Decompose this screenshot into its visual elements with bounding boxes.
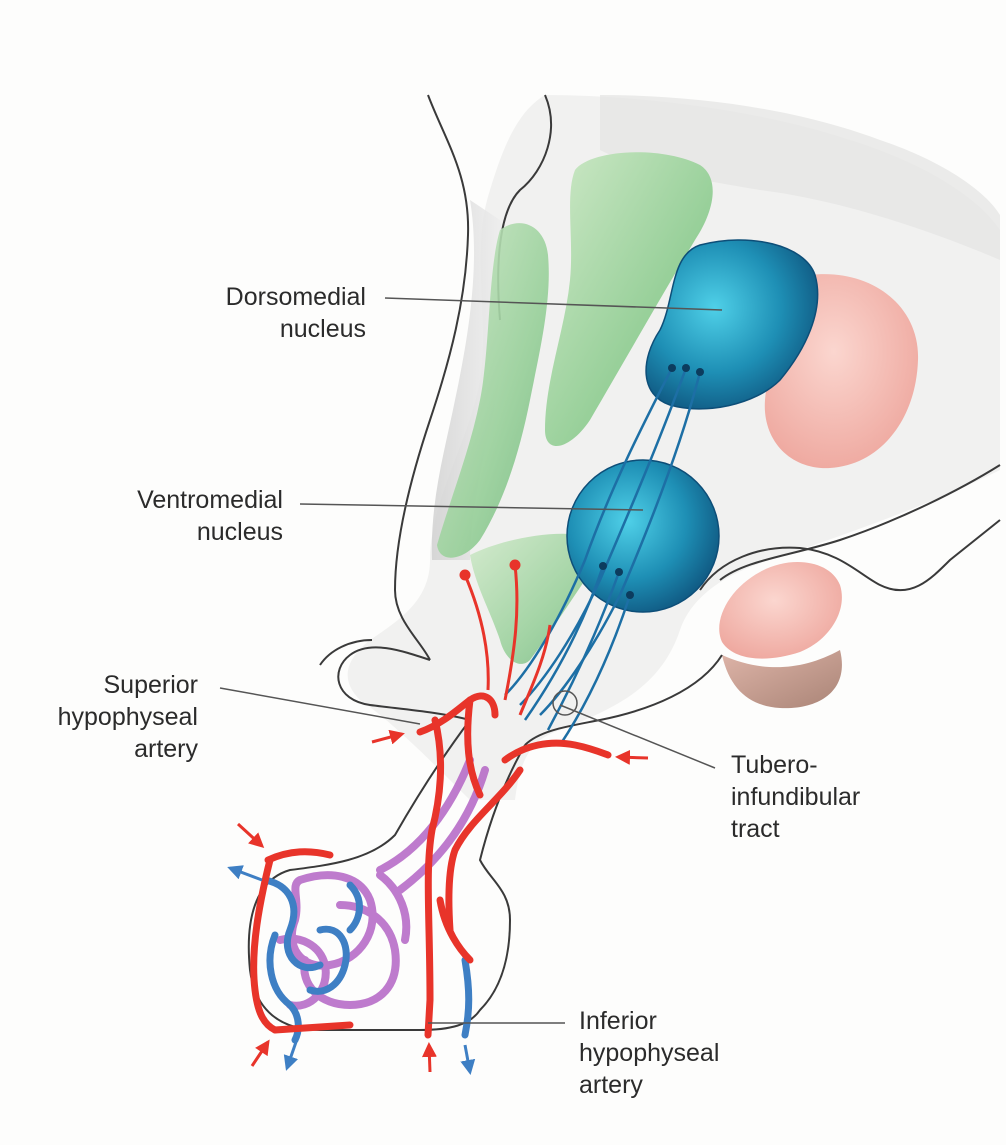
label-dorsomedial-nucleus: Dorsomedial nucleus <box>190 281 366 345</box>
label-line: infundibular <box>731 781 921 813</box>
label-line: artery <box>28 733 198 765</box>
label-line: artery <box>579 1069 779 1101</box>
label-line: Tubero- <box>731 749 921 781</box>
label-line: Dorsomedial <box>190 281 366 313</box>
label-line: nucleus <box>190 313 366 345</box>
label-line: tract <box>731 813 921 845</box>
label-line: hypophyseal <box>579 1037 779 1069</box>
label-ventromedial-nucleus: Ventromedial nucleus <box>95 484 283 548</box>
label-inferior-hypophyseal-artery: Inferior hypophyseal artery <box>579 1005 779 1101</box>
label-line: nucleus <box>95 516 283 548</box>
label-tubero-infundibular-tract: Tubero- infundibular tract <box>731 749 921 845</box>
label-line: Superior <box>28 669 198 701</box>
label-line: Inferior <box>579 1005 779 1037</box>
label-superior-hypophyseal-artery: Superior hypophyseal artery <box>28 669 198 765</box>
label-line: hypophyseal <box>28 701 198 733</box>
label-line: Ventromedial <box>95 484 283 516</box>
